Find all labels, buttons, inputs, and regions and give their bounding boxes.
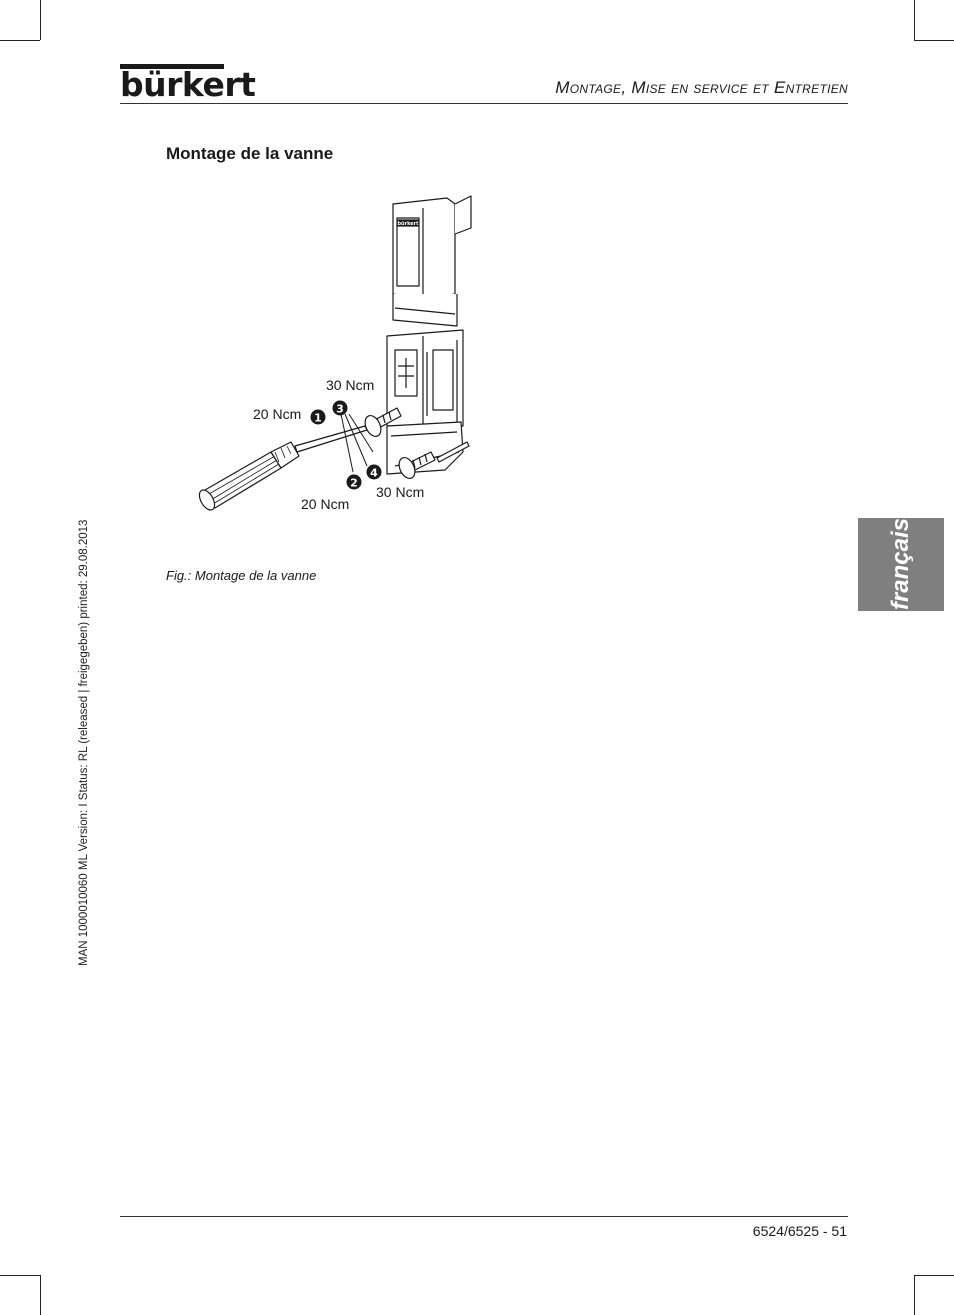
crop-mark-bottom-left-v <box>40 1275 41 1315</box>
language-tab <box>858 518 944 611</box>
crop-mark-top-left-h <box>0 40 40 41</box>
screwdriver-icon <box>198 425 368 511</box>
page-number: 6524/6525 - 51 <box>752 1223 847 1239</box>
crop-mark-bottom-left-h <box>0 1275 40 1276</box>
torque-label-4: 30 Ncm <box>376 484 425 500</box>
torque-label-1: 20 Ncm <box>253 406 302 422</box>
svg-text:1: 1 <box>314 412 322 425</box>
document-meta: MAN 1000010060 ML Version: I Status: RL … <box>78 519 90 966</box>
crop-mark-bottom-right-v <box>914 1275 915 1315</box>
torque-label-3: 30 Ncm <box>326 377 375 393</box>
crop-mark-top-right-v <box>914 0 915 40</box>
screw-upper <box>364 407 402 437</box>
base-plate <box>386 421 464 475</box>
footer-rule <box>120 1216 848 1217</box>
callout-4: 4 <box>366 464 382 480</box>
svg-text:4: 4 <box>370 467 378 480</box>
plug-connector <box>454 195 472 235</box>
header-rule <box>120 103 848 104</box>
crop-mark-bottom-right-h <box>914 1275 954 1276</box>
nameplate-brand: bürkert <box>397 221 419 227</box>
crop-mark-top-left-v <box>40 0 41 40</box>
language-tab-label: français <box>887 517 914 611</box>
callout-3: 3 <box>332 400 348 416</box>
crop-mark-top-right-h <box>914 40 954 41</box>
figure-caption: Fig.: Montage de la vanne <box>166 568 317 583</box>
section-heading: Montage de la vanne <box>166 144 334 163</box>
valve-mounting-figure: 1 2 3 4 bürkert <box>198 195 472 511</box>
nameplate <box>396 217 420 287</box>
svg-text:2: 2 <box>350 477 358 490</box>
callout-1: 1 <box>310 409 326 425</box>
callout-2: 2 <box>346 474 362 490</box>
screw-lower <box>398 451 436 479</box>
svg-text:3: 3 <box>336 403 344 416</box>
burkert-logo: bürkert <box>120 65 256 104</box>
torque-label-2: 20 Ncm <box>301 496 350 512</box>
logo-bar <box>120 64 224 69</box>
chapter-title: Montage, Mise en service et Entretien <box>555 78 848 97</box>
